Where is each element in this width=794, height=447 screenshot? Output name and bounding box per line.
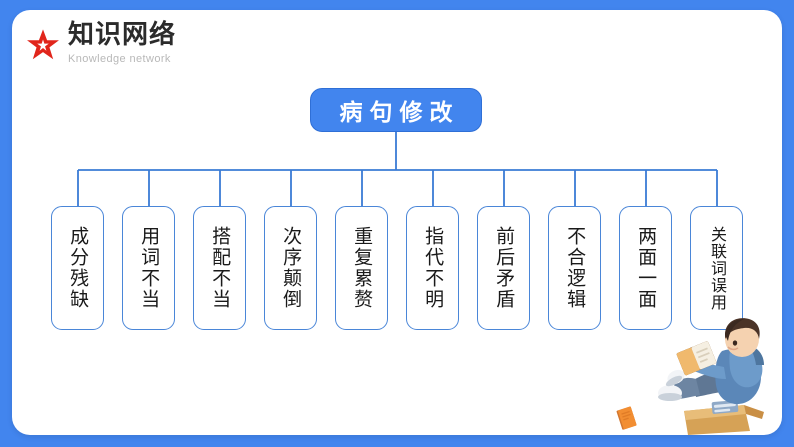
leaf-node-3[interactable]: 搭配不当 — [193, 206, 246, 330]
red-star-icon — [27, 29, 59, 60]
leaf-node-2[interactable]: 用词不当 — [122, 206, 175, 330]
leaf-node-4[interactable]: 次序颠倒 — [264, 206, 317, 330]
leaf-node-label: 指代不明 — [422, 226, 445, 310]
page-title: 知识网络 — [68, 20, 177, 50]
book-in-hands-icon — [676, 341, 717, 376]
leaf-node-label: 前后矛盾 — [493, 226, 516, 310]
leaf-node-6[interactable]: 指代不明 — [406, 206, 459, 330]
leaf-node-10[interactable]: 关联词误用 — [690, 206, 743, 330]
hoodie — [715, 345, 764, 405]
content-card: 知识网络 Knowledge network — [12, 10, 782, 435]
leaf-node-label: 搭配不当 — [209, 226, 232, 310]
sneakers — [658, 369, 685, 401]
leaf-node-label: 次序颠倒 — [280, 226, 303, 310]
leaf-node-label: 用词不当 — [138, 226, 161, 310]
boy-reading-illustration — [658, 318, 764, 435]
leaf-node-1[interactable]: 成分残缺 — [51, 206, 104, 330]
leaf-node-label: 关联词误用 — [707, 225, 727, 311]
orange-book-on-floor-icon — [616, 406, 637, 430]
leaf-node-5[interactable]: 重复累赘 — [335, 206, 388, 330]
leaf-node-label: 重复累赘 — [351, 226, 374, 310]
head — [725, 318, 760, 357]
leaf-node-8[interactable]: 不合逻辑 — [548, 206, 601, 330]
header-text-block: 知识网络 Knowledge network — [68, 22, 176, 65]
leaf-node-label: 不合逻辑 — [564, 226, 587, 310]
leaf-node-9[interactable]: 两面一面 — [619, 206, 672, 330]
root-node-sentence-correction[interactable]: 病句修改 — [310, 88, 482, 132]
page-subtitle: Knowledge network — [68, 53, 171, 65]
leaf-node-7[interactable]: 前后矛盾 — [477, 206, 530, 330]
root-node-label: 病句修改 — [339, 100, 460, 126]
leaf-node-label: 成分残缺 — [67, 226, 90, 310]
header: 知识网络 Knowledge network — [26, 22, 176, 65]
knowledge-tree-diagram: 病句修改 成分残缺 用词不当 搭配不当 次序颠倒 重复累赘 指代不明 前后矛 — [12, 10, 782, 435]
leaf-node-label: 两面一面 — [635, 226, 658, 310]
school-bag-icon — [684, 400, 764, 435]
